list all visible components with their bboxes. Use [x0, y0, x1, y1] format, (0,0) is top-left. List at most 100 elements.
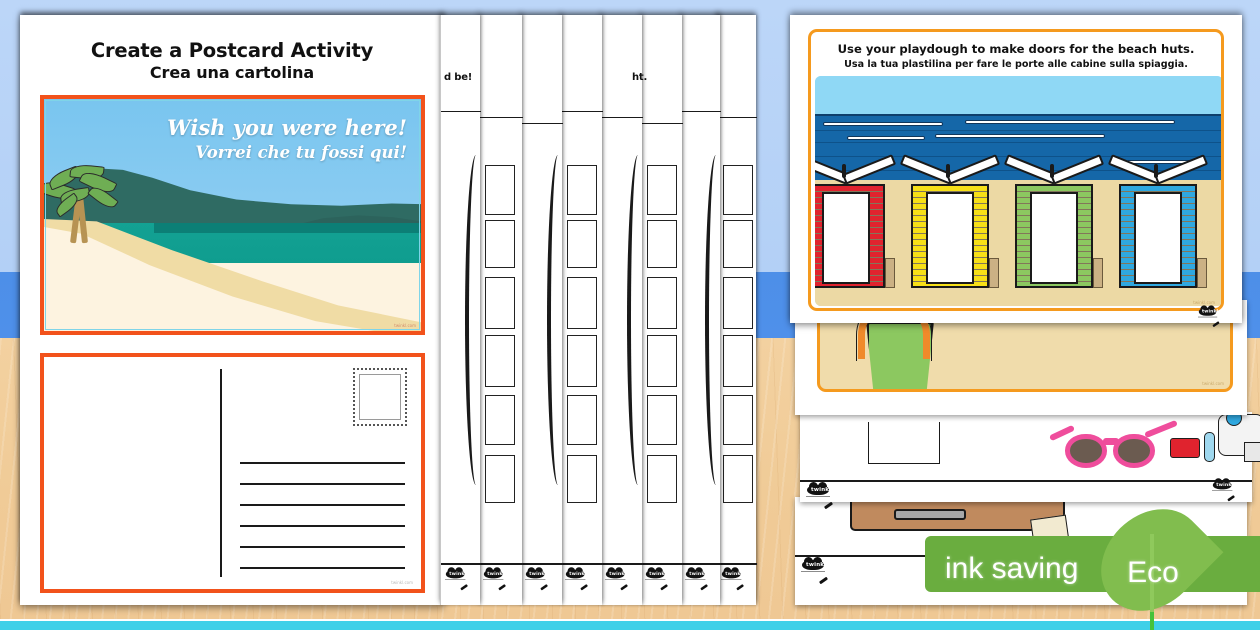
address-line[interactable]	[240, 462, 405, 464]
sheet-rule-line	[800, 480, 1252, 482]
hut-door-opening[interactable]	[926, 192, 974, 284]
twinkl-logo: twinkl	[645, 567, 668, 591]
beach-items-illustration	[1170, 410, 1260, 474]
sunglasses-lens-right	[1113, 434, 1155, 468]
bucket-activity-card[interactable]: twinkl.com	[817, 314, 1233, 392]
page-title-italian: Crea una cartolina	[149, 63, 315, 82]
fanned-page[interactable]: twinkl	[716, 15, 757, 605]
hut-post	[885, 258, 895, 288]
hut-wall	[911, 184, 989, 288]
leaf-tail	[1150, 612, 1154, 630]
postcard-back-credit: twinkl.com	[391, 580, 413, 585]
worksheet-footer-rule	[441, 563, 481, 565]
hut-roof-finial	[842, 164, 846, 178]
worksheet-rule	[641, 123, 683, 125]
fanned-page[interactable]: twinkl	[520, 15, 563, 605]
worksheet-footer-rule	[717, 563, 757, 565]
hut-wall	[1119, 184, 1197, 288]
postcard-message-italian: Vorrei che tu fossi qui!	[195, 143, 407, 162]
cut-out-box[interactable]	[868, 422, 940, 464]
hut-post	[1093, 258, 1103, 288]
beach-huts-activity-card[interactable]: Use your playdough to make doors for the…	[808, 29, 1224, 311]
bucket-illustration	[852, 317, 944, 389]
leaf-stem	[1150, 534, 1154, 630]
worksheet-footer-rule	[601, 563, 643, 565]
worksheet-rule	[681, 111, 721, 113]
worksheet-footer-rule	[479, 563, 523, 565]
fanned-page[interactable]: twinkl	[600, 15, 643, 605]
fanned-page[interactable]: twinkl	[440, 15, 481, 605]
blue-hut[interactable]	[1107, 154, 1209, 288]
twinkl-logo: twinkl	[445, 567, 468, 591]
hut-roof	[1003, 154, 1105, 196]
worksheet-picture-box	[723, 277, 753, 329]
twinkl-logo: twinkl	[525, 567, 548, 591]
hut-door-opening[interactable]	[822, 192, 870, 284]
huts-sky	[815, 76, 1221, 116]
worksheet-picture-box	[723, 220, 753, 268]
address-line[interactable]	[240, 483, 405, 486]
worksheet-picture-box	[567, 277, 597, 329]
worksheet-picture-box	[567, 165, 597, 215]
worksheet-picture-box	[723, 395, 753, 445]
bucket-card-credit: twinkl.com	[1202, 381, 1224, 386]
hut-roof	[899, 154, 1001, 196]
worksheet-footer-rule	[521, 563, 563, 565]
red-hut[interactable]	[815, 154, 897, 288]
stamp-placeholder-box[interactable]	[353, 368, 407, 426]
twinkl-logo: twinkl	[565, 567, 588, 591]
worksheet-picture-box	[723, 165, 753, 215]
worksheet-picture-box	[567, 220, 597, 268]
worksheet-picture-box	[567, 335, 597, 387]
hut-door-opening[interactable]	[1030, 192, 1078, 284]
worksheet-footer-rule	[681, 563, 721, 565]
hut-roof	[1107, 154, 1209, 196]
worksheet-rule	[479, 117, 523, 119]
sunglasses-icon	[1048, 419, 1178, 470]
huts-card-credit: twinkl.com	[1193, 300, 1215, 305]
fanned-page-partial-text: d be!	[444, 72, 473, 83]
twinkl-logo: twinkl	[1212, 478, 1235, 502]
address-line[interactable]	[240, 504, 405, 506]
fanned-page-partial-text: ht.	[632, 72, 648, 83]
eco-badge-leaf-word: Eco	[1127, 556, 1179, 589]
yellow-hut[interactable]	[899, 154, 1001, 288]
hut-door-opening[interactable]	[1134, 192, 1182, 284]
hut-post	[989, 258, 999, 288]
worksheet-picture-box	[647, 395, 677, 445]
worksheet-doodle	[627, 155, 649, 485]
postcard-activity-sheet[interactable]: Create a Postcard Activity Crea una cart…	[20, 15, 444, 605]
worksheet-picture-box	[485, 455, 515, 503]
huts-heading-italian: Usa la tua plastilina per fare le porte …	[844, 59, 1188, 70]
worksheet-footer-rule	[561, 563, 603, 565]
worksheet-doodle	[705, 155, 727, 485]
hut-roof-finial	[946, 164, 950, 178]
beach-huts-sheet[interactable]: Use your playdough to make doors for the…	[790, 15, 1242, 328]
green-hut[interactable]	[1003, 154, 1105, 288]
bucket-handle-outline	[856, 317, 932, 361]
hut-wall	[1015, 184, 1093, 288]
postcard-front[interactable]: Wish you were here! Vorrei che tu fossi …	[40, 95, 425, 335]
ink-saving-eco-badge: ink saving Eco	[925, 488, 1260, 630]
page-title-english: Create a Postcard Activity	[90, 39, 374, 62]
postcard-back[interactable]: twinkl.com	[40, 353, 425, 593]
stamp-inner-frame	[359, 374, 401, 420]
sunglasses-lens-left	[1065, 434, 1107, 468]
worksheet-picture-box	[567, 395, 597, 445]
hut-wall	[815, 184, 885, 288]
beach-huts-scene	[815, 76, 1221, 306]
postcard-message-english: Wish you were here!	[167, 115, 407, 140]
worksheet-rule	[717, 117, 757, 119]
worksheet-rule	[441, 111, 481, 113]
address-line[interactable]	[240, 546, 405, 548]
fanned-page[interactable]: twinkl	[680, 15, 721, 605]
address-line[interactable]	[240, 525, 405, 527]
worksheet-picture-box	[723, 455, 753, 503]
postcard-sea-shadow	[154, 223, 421, 233]
sunglasses-bridge	[1103, 438, 1119, 445]
suitcase-latch	[894, 509, 966, 520]
address-line[interactable]	[240, 567, 405, 569]
worksheet-doodle	[465, 155, 487, 485]
eco-badge-label: ink saving	[945, 552, 1079, 585]
